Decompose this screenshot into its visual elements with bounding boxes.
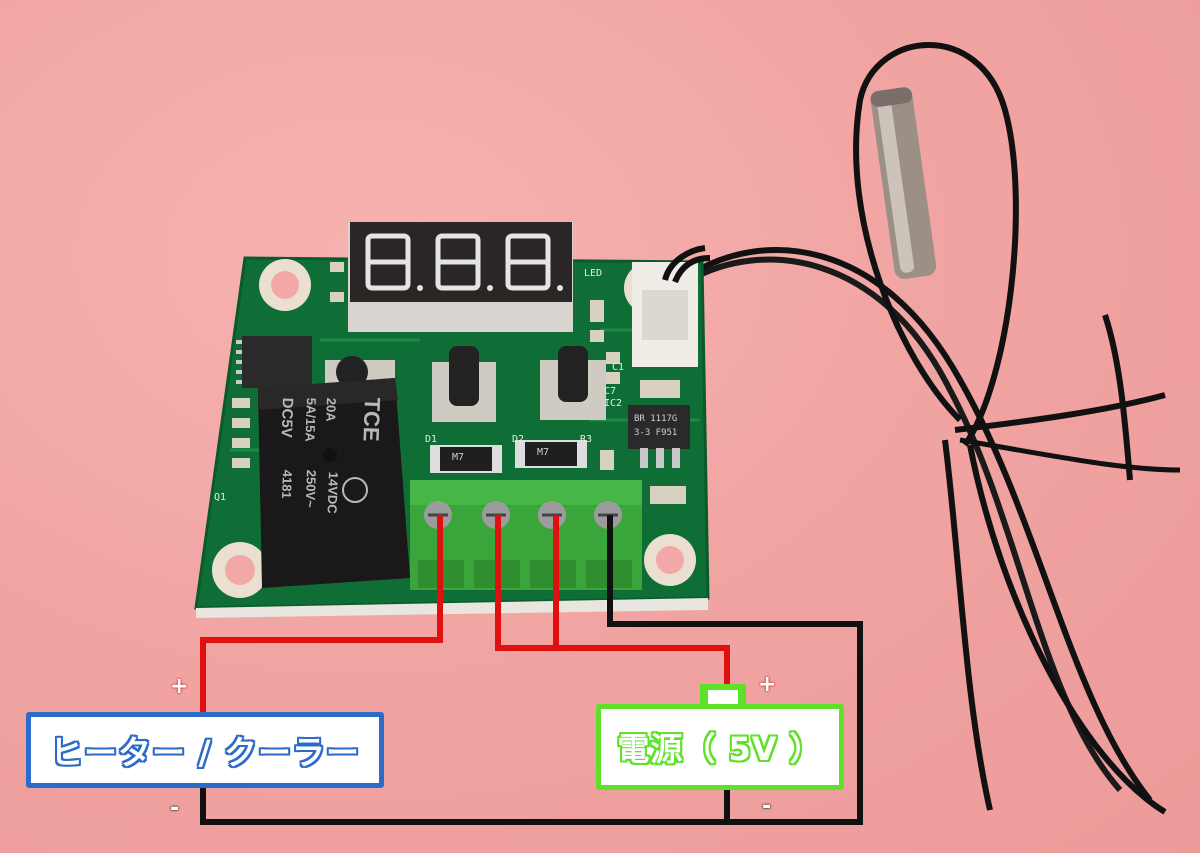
wiring xyxy=(200,515,863,825)
load-label-box: ヒーター / クーラー xyxy=(26,712,384,788)
power-plus-sign: + xyxy=(758,672,777,697)
relay-icon xyxy=(258,378,410,588)
power-minus-sign: - xyxy=(762,794,772,819)
regulator-marking-2: 3-3 F951 xyxy=(634,428,678,438)
silk-c7: C7 xyxy=(604,386,617,397)
relay-line-2: 5A/15A xyxy=(302,397,319,443)
led-label: LED xyxy=(584,268,603,279)
load-plus-sign: + xyxy=(170,674,189,699)
sensor-connector xyxy=(632,245,711,367)
relay-brand: TCE xyxy=(358,397,385,442)
power-label-box: 電源（ 5V ） xyxy=(596,704,844,790)
silk-q1: Q1 xyxy=(214,492,227,503)
temperature-probe-icon xyxy=(688,42,1181,815)
relay-line-6: 4181 xyxy=(278,469,295,499)
silk-d1: D1 xyxy=(425,434,438,445)
regulator-marking-1: BR 1117G xyxy=(634,414,678,424)
diode-marking-2: M7 xyxy=(537,447,550,458)
relay-line-5: 250V~ xyxy=(302,469,319,508)
silk-c1: C1 xyxy=(612,362,625,373)
silk-r3: R3 xyxy=(580,434,593,445)
diode-marking-1: M7 xyxy=(452,452,465,463)
load-label: ヒーター / クーラー xyxy=(49,733,361,772)
seven-segment-display xyxy=(348,222,573,332)
relay-line-1: 20A xyxy=(323,397,339,422)
relay-line-3: DC5V xyxy=(277,397,296,438)
power-label: 電源（ 5V ） xyxy=(617,730,823,768)
relay-line-4: 14VDC xyxy=(324,471,341,514)
silk-ic2: IC2 xyxy=(604,398,623,409)
load-minus-sign: - xyxy=(170,796,180,821)
silk-d2: D2 xyxy=(512,434,525,445)
